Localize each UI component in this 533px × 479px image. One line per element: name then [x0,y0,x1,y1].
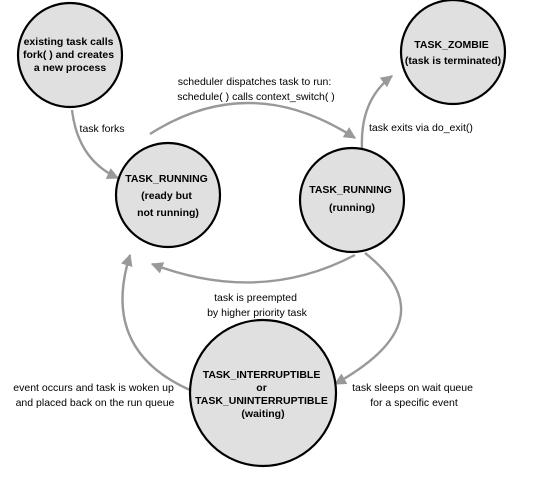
state-zombie-label: TASK_ZOMBIE (task is terminated) [405,39,501,67]
state-zombie: TASK_ZOMBIE (task is terminated) [399,0,507,106]
state-ready-label: TASK_RUNNING (ready but not running) [125,173,211,219]
state-ready: TASK_RUNNING (ready but not running) [114,141,222,249]
state-fork-origin: existing task calls fork( ) and creates … [16,1,124,109]
label-sleep: task sleeps on wait queue for a specific… [352,382,476,409]
arrow-task-forks [70,109,120,180]
arrow-dispatch [149,101,357,140]
state-running: TASK_RUNNING (running) [298,146,406,254]
label-exit: task exits via do_exit() [369,122,473,134]
label-preempt: task is preempted by higher priority tas… [207,292,308,319]
arrow-exit [360,75,393,149]
state-waiting-label: TASK_INTERRUPTIBLE or TASK_UNINTERRUPTIB… [195,369,331,420]
label-wake: event occurs and task is woken up and pl… [13,382,176,409]
arrow-sleep [333,252,403,386]
label-dispatch: scheduler dispatches task to run: schedu… [177,76,335,103]
state-running-label: TASK_RUNNING (running) [309,184,395,214]
state-waiting: TASK_INTERRUPTIBLE or TASK_UNINTERRUPTIB… [188,318,338,468]
label-task-forks: task forks [80,123,125,135]
state-fork-origin-label: existing task calls fork( ) and creates … [23,36,117,74]
arrow-preempt [150,253,356,284]
arrow-wake [121,253,191,392]
